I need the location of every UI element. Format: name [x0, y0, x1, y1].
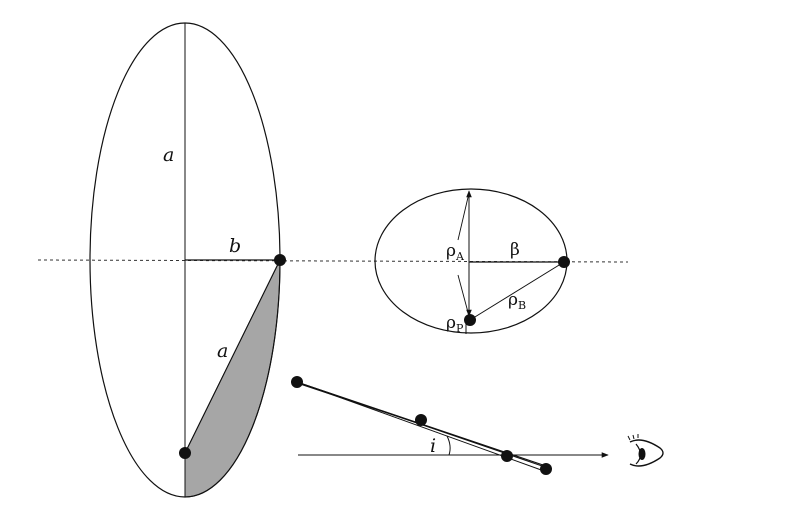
- inclined-orbit: i: [291, 376, 609, 475]
- shaded-area: [184, 259, 281, 498]
- reference-line: [37, 259, 629, 263]
- minor-axis-label: b: [229, 235, 241, 257]
- outer-line-upper: [457, 192, 470, 241]
- rho-a-label: ρA: [446, 241, 465, 263]
- inclined-point-1: [291, 376, 303, 388]
- rho-p-label: ρP: [446, 313, 464, 335]
- eye-icon: [627, 434, 664, 467]
- rho-b-label: ρB: [508, 290, 526, 312]
- beta-label: β: [510, 240, 520, 260]
- major-axis-label: a: [163, 144, 174, 166]
- apparent-minor-point: [558, 256, 570, 268]
- minor-axis-endpoint: [274, 254, 286, 266]
- focal-chord-line: [184, 259, 281, 454]
- focus-point: [179, 447, 191, 459]
- inclination-label: i: [430, 435, 436, 457]
- chord-label: a: [217, 340, 228, 362]
- inclined-point-3: [501, 450, 513, 462]
- outer-line-lower: [457, 274, 470, 317]
- inclined-point-4: [540, 463, 552, 475]
- apparent-orbit: ρA β ρB ρP: [374, 188, 570, 335]
- inclined-point-2: [415, 414, 427, 426]
- true-orbit: a b a: [89, 22, 286, 498]
- rho-b-line: [469, 261, 565, 321]
- inclination-arc: [446, 435, 451, 456]
- periastron-point: [464, 314, 476, 326]
